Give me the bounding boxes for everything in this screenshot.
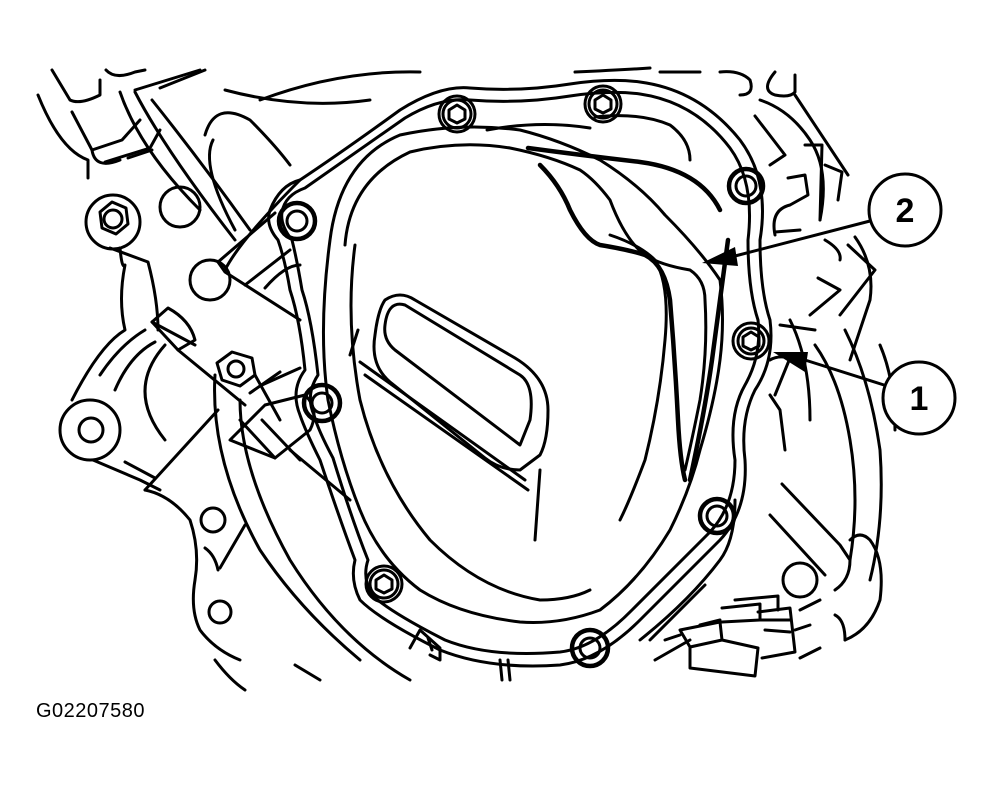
bolt-icon bbox=[364, 564, 404, 604]
callout-number: 2 bbox=[896, 192, 915, 230]
housing-top bbox=[223, 66, 797, 105]
callout-2: 2 bbox=[702, 172, 943, 266]
bolt-icon bbox=[583, 84, 623, 124]
bolt-icon bbox=[301, 382, 343, 424]
housing-left bbox=[36, 68, 412, 692]
bolt-icon bbox=[437, 94, 477, 134]
figure-id-label: G02207580 bbox=[36, 700, 146, 722]
bolt-icon bbox=[726, 166, 766, 206]
housing-bottom bbox=[293, 628, 512, 682]
arrowhead-icon bbox=[702, 247, 738, 266]
electrical-connector bbox=[663, 594, 812, 678]
bolt-icon bbox=[276, 200, 318, 242]
bolt-icon bbox=[731, 321, 771, 361]
bolt-icon bbox=[697, 496, 737, 536]
arrowhead-icon bbox=[773, 352, 808, 372]
callout-1: 1 bbox=[773, 352, 957, 436]
bolt-icon bbox=[569, 627, 611, 669]
callout-number: 1 bbox=[910, 380, 929, 418]
cover-body bbox=[321, 114, 731, 624]
cover-bolts bbox=[276, 84, 771, 669]
